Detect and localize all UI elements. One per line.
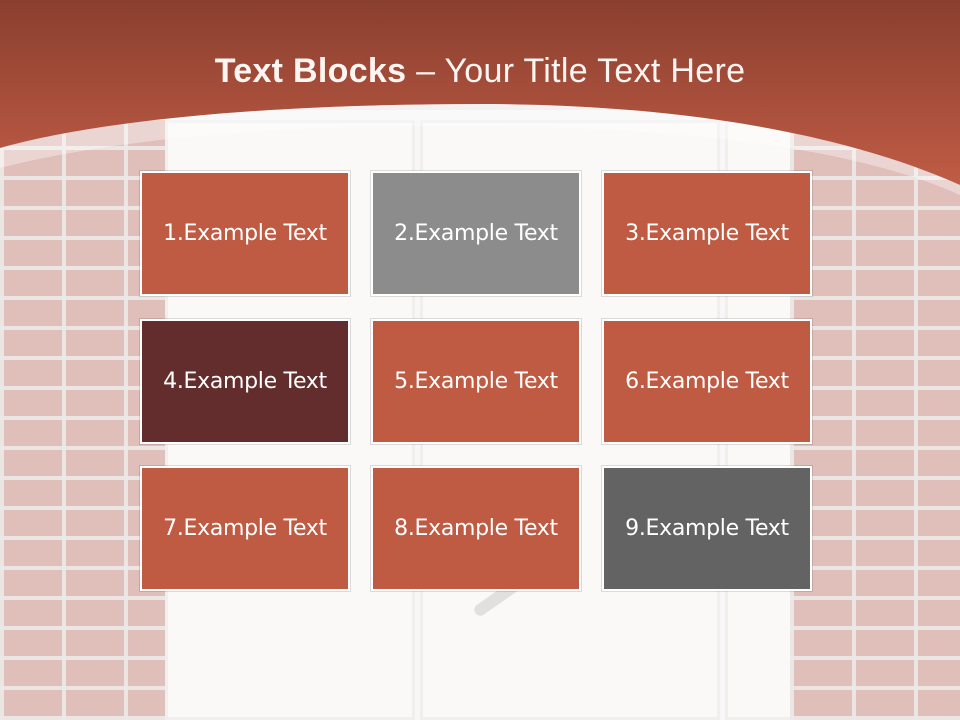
brick-wall-left [0, 120, 165, 720]
header-arch [0, 0, 960, 195]
text-block-5[interactable]: 5.Example Text [371, 319, 581, 444]
title-rest: Your Title Text Here [444, 52, 746, 90]
slide-title: Text Blocks – Your Title Text Here [0, 52, 960, 91]
text-block-6[interactable]: 6.Example Text [602, 319, 812, 444]
brick-wall-right [790, 120, 960, 720]
text-block-2[interactable]: 2.Example Text [371, 171, 581, 296]
text-block-7[interactable]: 7.Example Text [140, 466, 350, 591]
title-dash: – [406, 52, 445, 90]
text-block-1[interactable]: 1.Example Text [140, 171, 350, 296]
title-bold: Text Blocks [214, 52, 407, 90]
text-block-4[interactable]: 4.Example Text [140, 319, 350, 444]
text-block-3[interactable]: 3.Example Text [602, 171, 812, 296]
text-block-8[interactable]: 8.Example Text [371, 466, 581, 591]
text-block-9[interactable]: 9.Example Text [602, 466, 812, 591]
